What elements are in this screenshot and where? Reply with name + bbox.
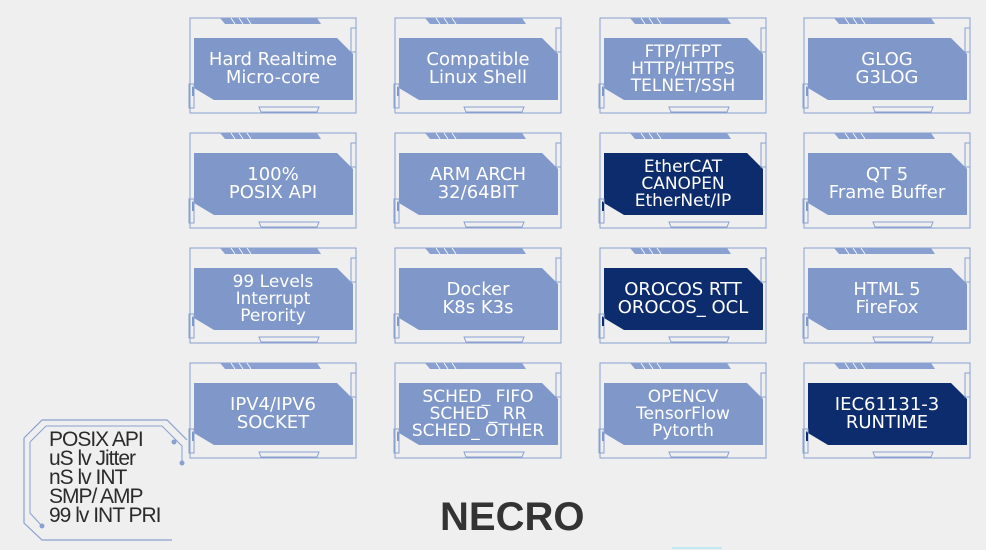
card-label-line: GLOG	[861, 49, 913, 70]
card-label-line: Docker	[446, 279, 510, 300]
card-label-line: Micro-core	[225, 67, 321, 88]
card-frame	[802, 362, 971, 459]
card-label-line: CANOPEN	[641, 173, 725, 194]
card-label-line: Linux Shell	[428, 67, 528, 88]
card-label-line: Compatible	[426, 49, 530, 70]
card-frame	[802, 247, 971, 344]
card-frame	[393, 17, 562, 114]
card-label-line: Pytorth	[652, 420, 714, 441]
card-frame	[598, 362, 767, 459]
summary-line: nS lv INT	[49, 466, 127, 489]
card-label-line: K8s K3s	[442, 297, 514, 318]
card-label-line: 99 Levels	[232, 271, 314, 292]
card-frame	[802, 17, 971, 114]
summary-line: POSIX API	[49, 428, 144, 451]
card-frame	[188, 17, 357, 114]
card-frame	[393, 132, 562, 229]
card-label-line: 100%	[247, 164, 299, 185]
card-label-line: HTTP/HTTPS	[631, 58, 735, 79]
card-label-line: RUNTIME	[845, 412, 929, 433]
card-label-line: Perority	[240, 305, 306, 326]
card-label-line: OPENCV	[647, 386, 719, 407]
card-frame	[598, 17, 767, 114]
card-label-line: SCHED_ RR	[429, 403, 527, 424]
card-label-line: OROCOS RTT	[624, 279, 742, 300]
card-label-line: SOCKET	[236, 412, 310, 433]
card-label-line: EtherNet/IP	[634, 190, 732, 211]
page-title: NECRO	[440, 495, 585, 539]
card-label-line: HTML 5	[853, 279, 921, 300]
summary-panel-frame	[23, 419, 188, 541]
card-label-line: QT 5	[865, 164, 909, 185]
card-label-line: G3LOG	[855, 67, 919, 88]
card-label-line: Hard Realtime	[208, 49, 338, 70]
card-label-line: OROCOS_ OCL	[617, 297, 749, 318]
card-label-line: POSIX API	[228, 182, 318, 203]
card-frame	[598, 132, 767, 229]
card-frame	[802, 132, 971, 229]
card-frame	[393, 247, 562, 344]
card-label-line: EtherCAT	[643, 156, 723, 177]
card-label-line: FTP/TFPT	[644, 41, 722, 62]
card-label: 100%POSIX API	[197, 153, 349, 215]
card-frame	[598, 247, 767, 344]
card-frame	[188, 132, 357, 229]
summary-line: uS lv Jitter	[49, 447, 136, 470]
card-label-line: Interrupt	[235, 288, 311, 309]
card-label-line: 32/64BIT	[437, 182, 519, 203]
card-label-line: SCHED_ FIFO	[422, 386, 534, 407]
card-label-line: TELNET/SSH	[630, 75, 736, 96]
summary-line: SMP/ AMP	[49, 485, 144, 508]
card-label-line: Frame Buffer	[828, 182, 946, 203]
card-frame	[188, 362, 357, 459]
card-frame	[188, 247, 357, 344]
card-label-line: FireFox	[855, 297, 919, 318]
feature-card: 100%POSIX API	[188, 131, 357, 229]
summary-line: 99 lv INT PRI	[49, 504, 161, 527]
decorative-underline	[672, 547, 722, 549]
card-label-line: TensorFlow	[636, 403, 730, 424]
card-label-line: IEC61131-3	[834, 394, 940, 415]
card-label-line: IPV4/IPV6	[230, 394, 316, 415]
card-label-line: ARM ARCH	[429, 164, 527, 185]
card-frame	[393, 362, 562, 459]
card-label-line: SCHED_ OTHER	[411, 420, 545, 441]
